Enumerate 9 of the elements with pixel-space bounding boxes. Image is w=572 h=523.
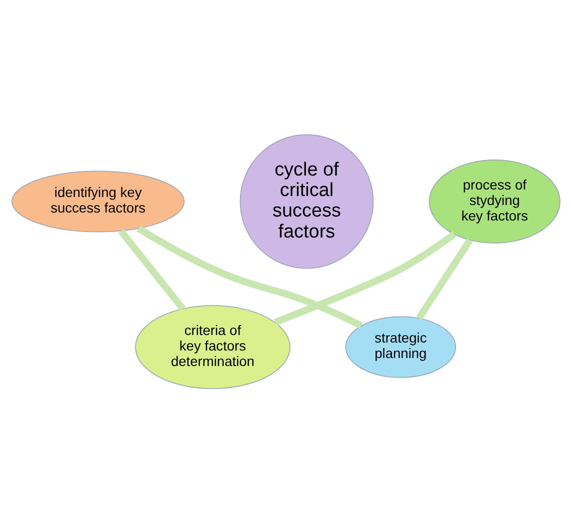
connector xyxy=(274,231,456,326)
connector xyxy=(416,238,473,320)
node-ellipse: criteria of key factors determination xyxy=(135,305,290,390)
node-ellipse: identifying key success factors xyxy=(12,170,185,232)
node-ellipse: process of stydying key factors xyxy=(428,160,560,244)
node-ellipse: strategic planning xyxy=(345,316,456,378)
connector xyxy=(118,229,186,311)
node-circle: cycle of critical success factors xyxy=(240,134,374,269)
connector xyxy=(136,226,363,329)
